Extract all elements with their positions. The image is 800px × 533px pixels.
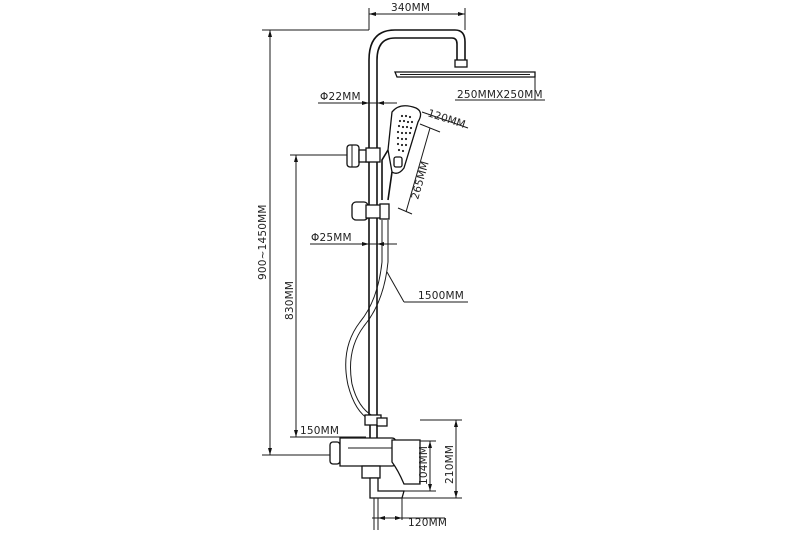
mixer-valve	[329, 437, 421, 485]
dim-mixer-offset: 150MM	[296, 425, 366, 438]
label-handshower-width: 120MM	[426, 107, 467, 131]
label-mixer-height: 210MM	[444, 445, 456, 484]
upper-clamp	[365, 147, 381, 163]
dim-total-height: 900~1450MM	[257, 29, 369, 456]
dim-mount-height: 830MM	[284, 154, 347, 438]
label-handshower-length: 265MM	[409, 160, 431, 201]
label-mixer-offset: 150MM	[300, 425, 339, 437]
rain-shower-head	[394, 59, 536, 78]
hand-shower	[381, 105, 422, 201]
label-top-width: 340MM	[391, 2, 430, 14]
dim-spout-reach: 120MM	[372, 498, 447, 529]
dim-pipe-upper: Φ22MM	[318, 91, 397, 105]
dim-mixer-height: 210MM	[402, 419, 462, 499]
riser-pipe	[368, 29, 466, 420]
label-spout-drop: 104MM	[418, 446, 430, 485]
label-pipe-upper: Φ22MM	[320, 91, 361, 103]
shower-hose	[345, 220, 383, 421]
slide-holder	[351, 201, 390, 221]
diverter	[364, 414, 388, 438]
dim-pipe-lower: Φ25MM	[310, 232, 397, 246]
dim-top-width: 340MM	[368, 2, 466, 30]
label-total-height: 900~1450MM	[257, 204, 269, 280]
label-pipe-lower: Φ25MM	[311, 232, 352, 244]
upper-wall-bracket	[346, 144, 370, 168]
label-spout-reach: 120MM	[408, 517, 447, 529]
spray-nozzles	[396, 114, 414, 153]
dim-spout-drop: 104MM	[404, 440, 436, 492]
label-hose-length: 1500MM	[418, 290, 464, 302]
label-mount-height: 830MM	[284, 281, 296, 320]
bath-spout	[369, 477, 405, 499]
dim-hose-length: 1500MM	[386, 271, 468, 303]
label-head-size: 250MMX250MM	[457, 89, 543, 101]
dim-head-size: 250MMX250MM	[455, 77, 545, 101]
